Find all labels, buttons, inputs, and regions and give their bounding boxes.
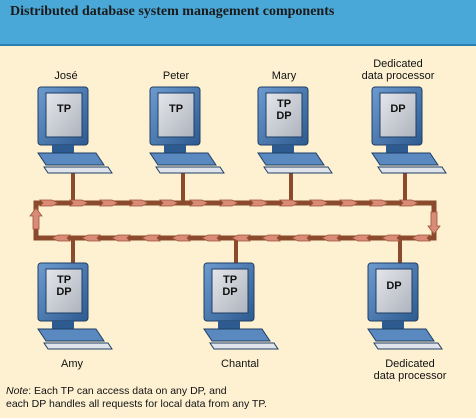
node-label-dp-bottom-line2: data processor	[373, 370, 447, 382]
screen-label-chantal-dp: DP	[222, 286, 238, 298]
footnote-line1: : Each TP can access data on any DP, and	[28, 385, 227, 397]
network-ring	[33, 168, 437, 263]
arrow-right-side	[427, 211, 441, 235]
screen-label-amy-tp: TP	[56, 274, 72, 286]
screen-label-peter: TP	[168, 103, 184, 115]
node-label-dp-bottom-line1: Dedicated	[385, 358, 435, 370]
node-label-peter: Peter	[162, 70, 190, 82]
node-label-amy: Amy	[61, 358, 83, 370]
screen-label-amy-dp: DP	[56, 286, 72, 298]
screen-label-dp-bottom: DP	[386, 280, 402, 292]
computer-chantal	[203, 262, 279, 350]
footnote: Note: Each TP can access data on any DP,…	[6, 385, 267, 410]
computer-dp-bottom	[367, 262, 443, 350]
node-label-dp-top-line1: Dedicated	[373, 58, 423, 70]
computer-amy	[37, 262, 113, 350]
computer-peter	[149, 86, 225, 174]
computer-dp-top	[371, 86, 447, 174]
node-label-chantal: Chantal	[221, 358, 259, 370]
screen-label-mary-dp: DP	[276, 110, 292, 122]
node-label-dp-top-line2: data processor	[361, 70, 435, 82]
title-bar: Distributed database system management c…	[0, 0, 476, 46]
screen-label-chantal-tp: TP	[222, 274, 238, 286]
node-label-mary: Mary	[271, 70, 297, 82]
screen-label-dp-top: DP	[390, 103, 406, 115]
computer-jose	[37, 86, 113, 174]
diagram-title: Distributed database system management c…	[10, 4, 335, 19]
footnote-line2: each DP handles all requests for local d…	[6, 397, 267, 410]
arrows-bottom	[51, 234, 431, 242]
screen-label-jose: TP	[56, 103, 72, 115]
node-label-jose: José	[54, 70, 78, 82]
footnote-lead: Note	[6, 385, 29, 397]
arrows-top	[39, 199, 419, 207]
arrow-left-side	[29, 207, 43, 230]
screen-label-mary-tp: TP	[276, 98, 292, 110]
computer-mary	[257, 86, 333, 174]
